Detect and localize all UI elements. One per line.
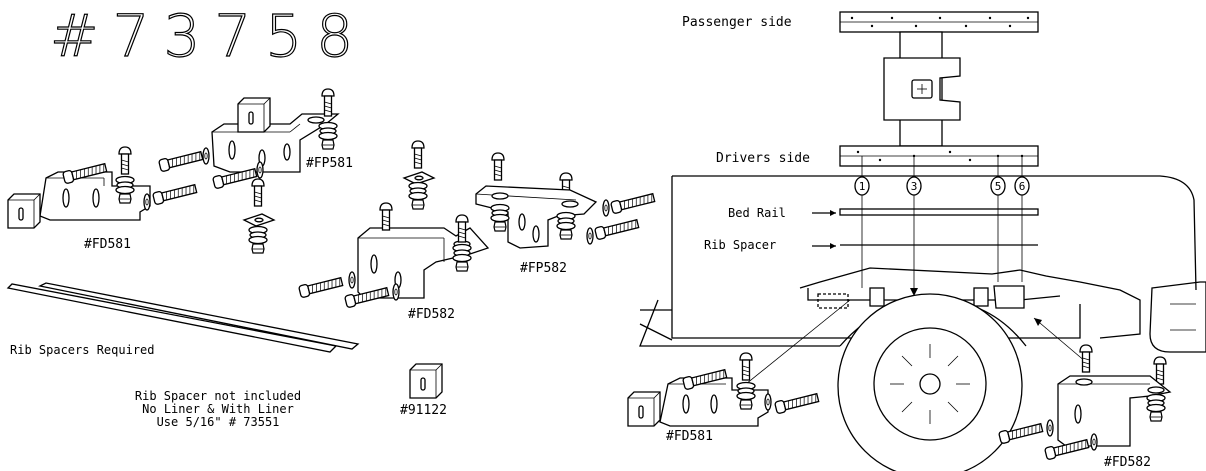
label-fd582: #FD582 [408, 307, 455, 322]
bolt-icon [157, 149, 204, 173]
tail-panel [1149, 281, 1206, 353]
drivers-side-label: Drivers side [716, 151, 810, 166]
note-line-1: Rib Spacer not included [135, 389, 301, 403]
bolt-icon [251, 178, 265, 207]
washer-icon [586, 227, 594, 245]
spacer-block-icon [627, 391, 661, 427]
label-fd581: #FD581 [84, 237, 131, 252]
bolt-icon [297, 275, 344, 299]
label-fd581-bottom: #FD581 [666, 429, 713, 444]
note-line-2: No Liner & With Liner [142, 402, 294, 416]
rib-spacer-strip-icon [6, 283, 338, 353]
nut-icon [452, 243, 472, 272]
rib-spacers: Rib Spacers Required [6, 282, 360, 357]
svg-text:6: 6 [1019, 180, 1026, 193]
svg-text:5: 5 [995, 180, 1002, 193]
rib-spacer-note: Rib Spacer not included No Liner & With … [135, 389, 301, 429]
spacer-block-icon [237, 97, 271, 133]
rib-spacer-label: Rib Spacer [704, 238, 776, 252]
hole-callout-6: 6 [1014, 156, 1030, 282]
bolt-icon [118, 146, 132, 175]
nut-icon [318, 121, 338, 150]
bolt-icon [773, 391, 820, 415]
rail-clamp [869, 287, 885, 307]
hole-callout-5: 5 [990, 156, 1006, 282]
svg-text:1: 1 [859, 180, 866, 193]
washer-icon [1090, 433, 1098, 451]
washer-icon [764, 393, 772, 411]
bracket-icon [1057, 375, 1172, 447]
wheel-icon [837, 293, 1027, 471]
washer-icon [243, 213, 275, 227]
washer-icon [143, 193, 151, 211]
washer-icon [602, 199, 610, 217]
nut-icon [490, 203, 510, 232]
bolt-icon [379, 202, 393, 231]
washer-icon [392, 283, 400, 301]
washer-icon [202, 147, 210, 165]
label-fp581: #FP581 [306, 156, 353, 171]
bolt-icon [411, 140, 425, 169]
nut-icon [115, 175, 135, 204]
fd581-bottom-assembly: #FD581 [627, 352, 820, 444]
fd582-assembly: #FD582 [297, 140, 490, 322]
bed-rail-bar [839, 208, 1039, 216]
bolt-icon [321, 88, 335, 117]
bracket-icon [39, 171, 151, 221]
bed-rail-label: Bed Rail [728, 206, 786, 220]
part-91122: #91122 [400, 363, 447, 418]
top-view: Passenger side Drivers side [639, 11, 1206, 471]
label-fd582-bottom: #FD582 [1104, 455, 1151, 470]
fp582-assembly: #FP582 [475, 152, 656, 276]
part-number-title: #73758 [50, 2, 367, 70]
bolt-icon [609, 191, 656, 215]
bolt-icon [593, 217, 640, 241]
nut-icon [408, 181, 428, 210]
nut-icon [248, 225, 268, 254]
spacer-block-icon [409, 363, 443, 399]
hole-callout-3: 3 [906, 156, 922, 296]
nut-icon [556, 211, 576, 240]
label-91122: #91122 [400, 403, 447, 418]
bolt-icon [739, 352, 753, 381]
bolt-icon [151, 182, 198, 206]
passenger-side-label: Passenger side [682, 15, 792, 30]
rail-clamp [993, 285, 1025, 309]
svg-text:3: 3 [911, 180, 918, 193]
nut-icon [1146, 393, 1166, 422]
bolt-icon [491, 152, 505, 181]
note-line-3: Use 5/16" # 73551 [157, 415, 280, 429]
washer-icon [1046, 419, 1054, 437]
label-fp582: #FP582 [520, 261, 567, 276]
fp581-assembly: #FP581 [157, 88, 353, 254]
fd582-bottom-assembly: #FD582 [997, 344, 1172, 470]
fd581-assembly: #FD581 [7, 146, 198, 252]
rib-spacer-strip-icon [38, 282, 360, 350]
bracket-icon [357, 227, 490, 299]
washer-icon [256, 161, 264, 179]
rib-spacers-required-label: Rib Spacers Required [10, 343, 155, 357]
washer-icon [348, 271, 356, 289]
passenger-rail-holes [850, 16, 1030, 28]
rail-clamp [973, 287, 989, 307]
nut-icon [736, 381, 756, 410]
hole-callout-1: 1 [854, 156, 870, 288]
spacer-block-icon [7, 193, 41, 229]
